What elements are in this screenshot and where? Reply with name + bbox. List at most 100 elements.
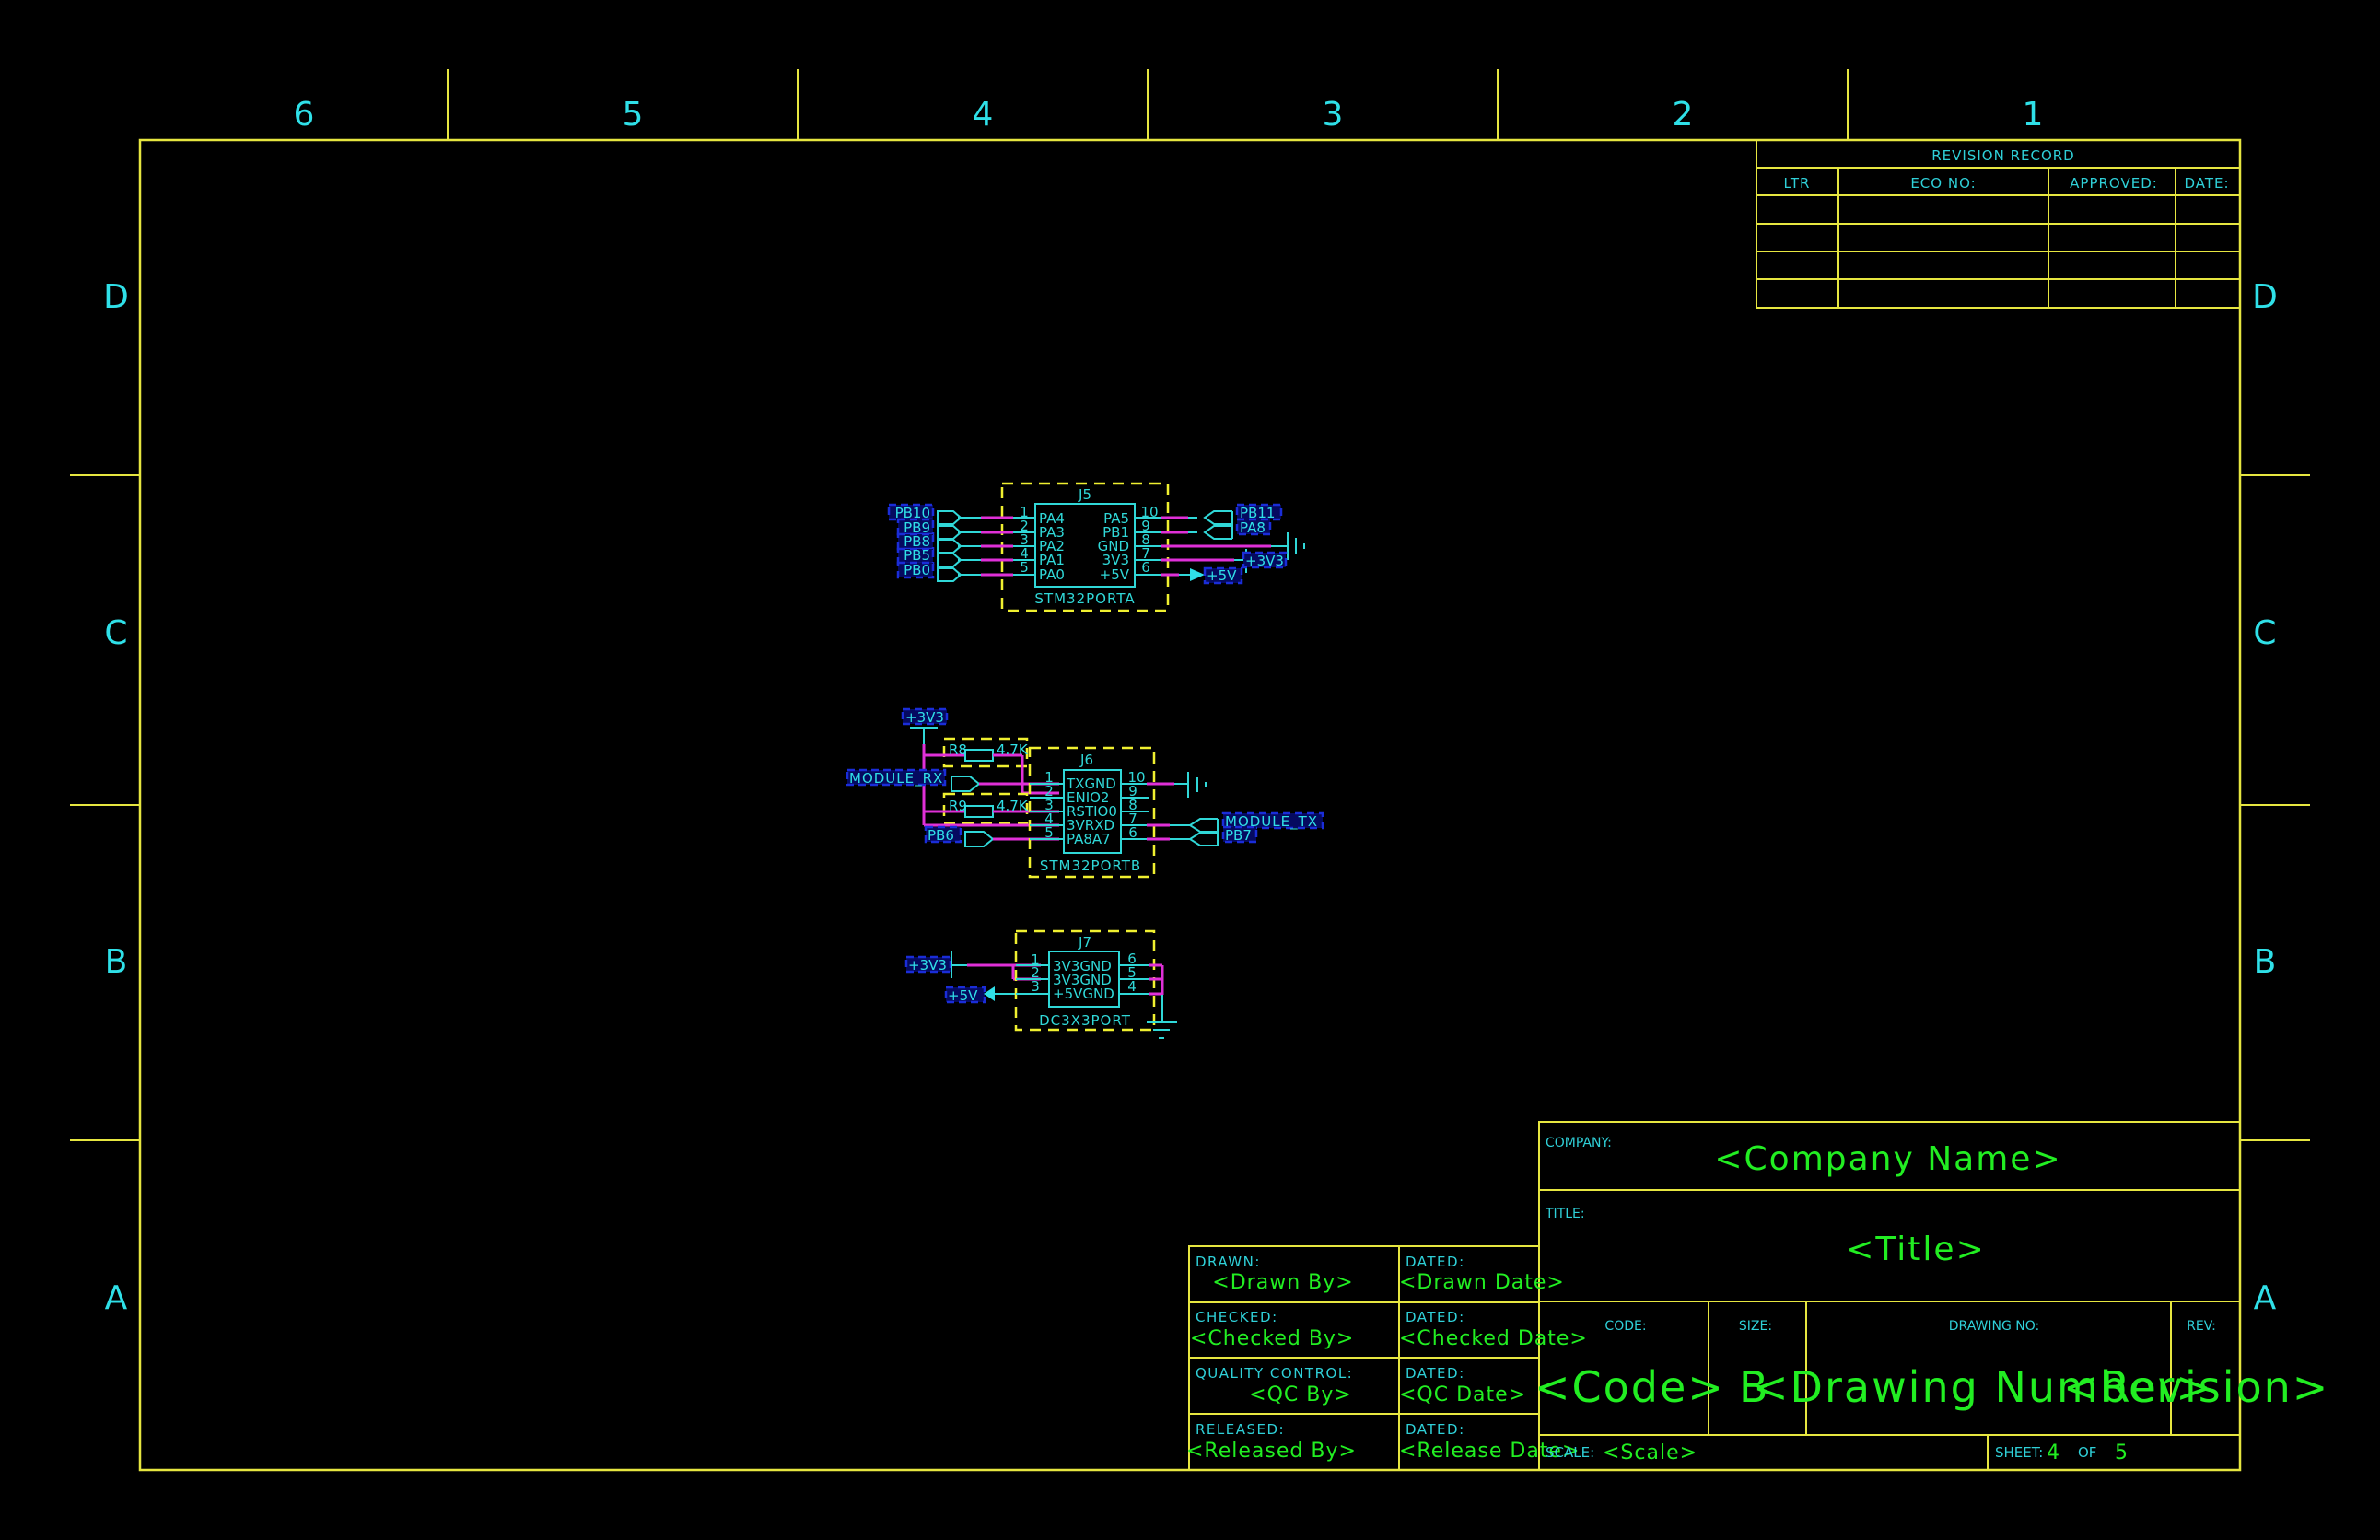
component-j6[interactable]: J6 STM32PORTB 1 2 3 4 5 TXGND ENIO2 RSTI… — [1028, 746, 1190, 879]
j7-pin-1-num: 1 — [1031, 951, 1040, 968]
net-label-3v3-j5[interactable]: +3V3 — [1245, 553, 1284, 569]
j7-pin-6-num: 6 — [1127, 951, 1137, 967]
j5-pin-6-name: +5V — [1100, 566, 1130, 583]
net-label-5v-j7[interactable]: +5V — [948, 987, 978, 1004]
zone-column-5: 5 — [623, 96, 644, 134]
zone-row-b-left: B — [105, 943, 128, 981]
qc-date-label: DATED: — [1406, 1365, 1465, 1382]
j6-pin-2-num: 2 — [1044, 783, 1054, 799]
net-label-pb6[interactable]: PB6 — [928, 827, 954, 844]
net-label-pb0[interactable]: PB0 — [904, 562, 930, 578]
net-label-pb9[interactable]: PB9 — [904, 519, 930, 536]
j6-pin-7-num: 7 — [1128, 811, 1138, 827]
net-label-pb10[interactable]: PB10 — [895, 505, 930, 521]
net-label-pb5[interactable]: PB5 — [904, 547, 930, 564]
revision-header-eco: ECO NO: — [1910, 175, 1976, 192]
drawing-no-label: DRAWING NO: — [1949, 1319, 2039, 1334]
j6-row-5: PA8A7 — [1067, 831, 1111, 847]
j6-pin-9-num: 9 — [1128, 783, 1138, 799]
j7-pin-2-num: 2 — [1031, 964, 1040, 981]
j5-pin-4-num: 4 — [1020, 545, 1029, 562]
j7-row-1: 3V3GND — [1053, 958, 1112, 974]
drawn-by-field[interactable]: <Drawn By> — [1212, 1271, 1353, 1294]
drawing-number-field[interactable]: <Drawing Number> — [1753, 1362, 2213, 1412]
code-label: CODE: — [1604, 1319, 1646, 1334]
revision-record-title: REVISION RECORD — [1931, 147, 2074, 164]
j6-row-4: 3VRXD — [1067, 817, 1114, 834]
drawn-date-field[interactable]: <Drawn Date> — [1399, 1271, 1565, 1294]
r9-ref: R9 — [949, 798, 967, 814]
checked-by-field[interactable]: <Checked By> — [1190, 1327, 1354, 1350]
j7-row-3: +5VGND — [1053, 986, 1114, 1002]
company-name-field[interactable]: <Company Name> — [1714, 1140, 2061, 1178]
j7-ref: J7 — [1078, 934, 1091, 951]
j5-pin-6-num: 6 — [1141, 559, 1150, 576]
net-label-5v-j5[interactable]: +5V — [1207, 567, 1237, 584]
j5-pin-2-name: PA3 — [1039, 524, 1065, 541]
checked-date-field[interactable]: <Checked Date> — [1399, 1327, 1588, 1350]
scale-label: SCALE: — [1546, 1444, 1594, 1461]
j5-pin-2-num: 2 — [1020, 518, 1029, 534]
j5-name: STM32PORTA — [1034, 590, 1135, 607]
code-field[interactable]: <Code> — [1534, 1362, 1725, 1412]
component-j7[interactable]: J7 DC3X3PORT 1 2 3 3V3GND 3V3GND +5VGND … — [1014, 929, 1164, 1032]
qc-date-field[interactable]: <QC Date> — [1399, 1383, 1526, 1406]
j6-pin-8-num: 8 — [1128, 797, 1138, 813]
net-label-box-5v-j7 — [944, 986, 986, 1004]
j6-pin-4-num: 4 — [1044, 811, 1054, 827]
port-pb6-icon — [964, 831, 995, 847]
j5-pin-4-name: PA1 — [1039, 552, 1065, 568]
j5-pin-5-num: 5 — [1020, 559, 1029, 576]
net-label-pb11[interactable]: PB11 — [1240, 505, 1275, 521]
component-j5[interactable]: J5 STM32PORTA 1 2 3 4 5 PA4 PA3 PA2 PA1 … — [958, 482, 1288, 612]
scale-field[interactable]: <Scale> — [1603, 1441, 1698, 1464]
j5-pin-10-name: PA5 — [1103, 510, 1129, 527]
net-label-pb8[interactable]: PB8 — [904, 533, 930, 550]
j5-pin-8-num: 8 — [1141, 531, 1150, 548]
j7-pin-4-num: 4 — [1127, 978, 1137, 995]
j5-left-net-ports — [937, 510, 962, 582]
net-label-module-tx[interactable]: MODULE_TX — [1225, 813, 1318, 831]
revision-field[interactable]: <Revision> — [2063, 1362, 2329, 1412]
j6-row-2: ENIO2 — [1067, 789, 1109, 806]
released-label: RELEASED: — [1196, 1421, 1285, 1438]
net-label-box-pa8 — [1235, 518, 1272, 536]
zone-column-2: 2 — [1673, 96, 1694, 134]
checked-date-label: DATED: — [1406, 1309, 1465, 1325]
j5-left-pins — [958, 516, 1035, 577]
j6-row-3: RSTIO0 — [1067, 803, 1117, 820]
j6-pin-10-num: 10 — [1127, 769, 1145, 786]
net-label-box-pb6 — [924, 825, 962, 844]
ground-icon-j6 — [1187, 772, 1207, 798]
j5-pin-8-name: GND — [1098, 538, 1129, 554]
j7-row-2: 3V3GND — [1053, 972, 1112, 988]
ground-icon-j7 — [1147, 1021, 1177, 1039]
checked-label: CHECKED: — [1196, 1309, 1278, 1325]
j5-ref: J5 — [1078, 486, 1091, 503]
net-label-3v3-top[interactable]: +3V3 — [905, 709, 944, 726]
j6-pin-5-num: 5 — [1044, 824, 1054, 841]
released-date-field[interactable]: <Release Date> — [1399, 1440, 1580, 1463]
net-label-pa8[interactable]: PA8 — [1240, 519, 1266, 536]
net-label-module-rx[interactable]: MODULE_RX — [849, 770, 943, 788]
size-field[interactable]: B — [1739, 1362, 1768, 1412]
revision-header-ltr: LTR — [1784, 175, 1811, 192]
net-label-pb7[interactable]: PB7 — [1225, 827, 1252, 844]
sheet-current[interactable]: 4 — [2047, 1441, 2059, 1464]
j5-pin-3-num: 3 — [1020, 531, 1029, 548]
j5-pin-7-num: 7 — [1141, 545, 1150, 562]
j5-pin-1-num: 1 — [1020, 504, 1029, 520]
sheet-total[interactable]: 5 — [2115, 1441, 2128, 1464]
company-label: COMPANY: — [1546, 1136, 1612, 1150]
net-label-box-3v3-top — [901, 707, 949, 726]
title-field[interactable]: <Title> — [1846, 1231, 1985, 1268]
net-label-3v3-j7[interactable]: +3V3 — [908, 957, 947, 974]
j6-row-1: TXGND — [1066, 776, 1116, 792]
port-module-rx-icon — [951, 776, 981, 792]
released-by-field[interactable]: <Released By> — [1186, 1440, 1357, 1463]
row-zone-dividers — [70, 474, 2310, 1141]
size-label: SIZE: — [1739, 1319, 1772, 1334]
resistor-r8[interactable] — [924, 749, 1059, 795]
qc-by-field[interactable]: <QC By> — [1249, 1383, 1352, 1406]
j5-pin-5-name: PA0 — [1039, 566, 1065, 583]
